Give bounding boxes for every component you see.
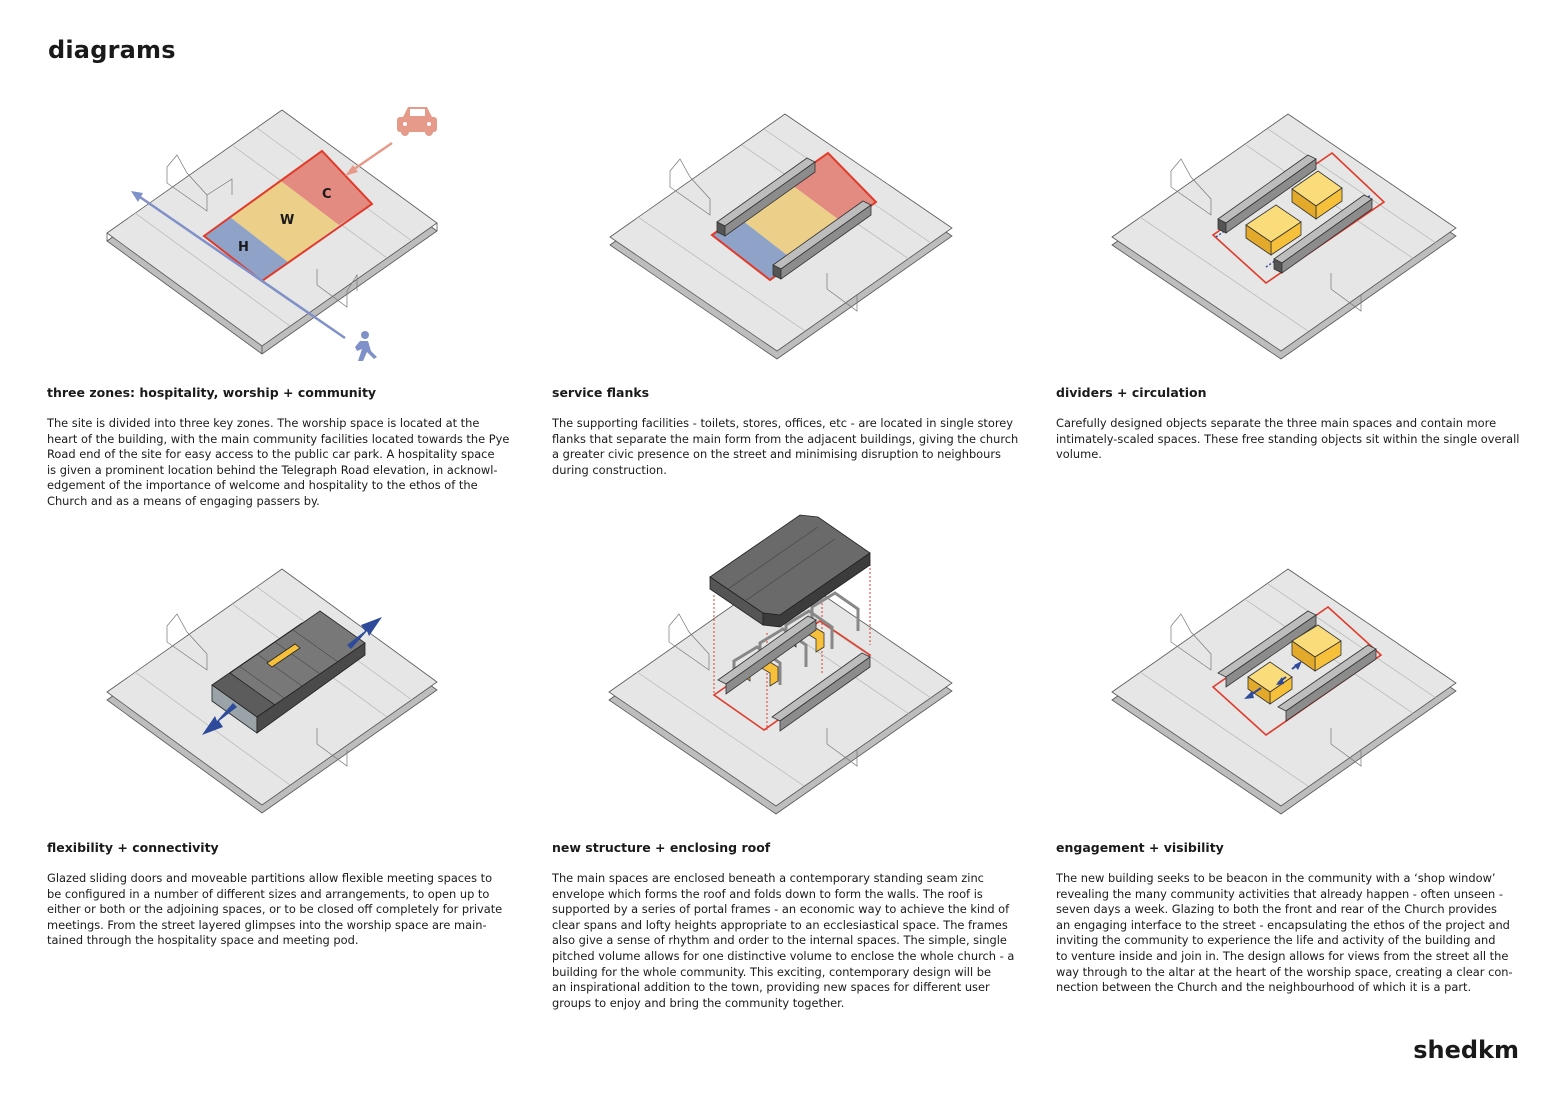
body-line: heart of the building, with the main com… <box>47 431 510 446</box>
body-line: an engaging interface to the street - en… <box>1056 917 1510 932</box>
body-line: meetings. From the street layered glimps… <box>47 917 487 932</box>
flank-left <box>1217 154 1317 234</box>
flank-left <box>1217 610 1317 688</box>
body-line: revealing the many community activities … <box>1056 886 1503 901</box>
flank-right <box>1277 644 1377 722</box>
arrow-front-icon <box>202 703 237 735</box>
panel-three-zones: H W C three zones: hospitality, worship … <box>47 95 517 535</box>
body-line: Glazed sliding doors and moveable partit… <box>47 871 493 885</box>
body-line: to venture inside and join in. The desig… <box>1056 948 1509 963</box>
body-line: Carefully designed objects separate the … <box>1056 416 1497 430</box>
body-line: clear spans and lofty heights appropriat… <box>552 917 1008 932</box>
body-line: either or both or the adjoining spaces, … <box>47 902 503 917</box>
flank-right <box>771 652 871 732</box>
flank-left <box>716 157 816 237</box>
body-line: The site is divided into three key zones… <box>47 416 480 430</box>
new-structure-diagram <box>608 514 953 815</box>
body-line: seven days a week. Glazing to both the f… <box>1056 902 1497 917</box>
body-line: The main spaces are enclosed beneath a c… <box>552 871 984 885</box>
body-line: Road end of the site for easy access to … <box>47 447 495 462</box>
body-line: inviting the community to experience the… <box>1056 933 1496 948</box>
flank-right <box>1273 194 1373 274</box>
dividers-circulation-diagram <box>1111 113 1457 360</box>
body-line: Church and as a means of engaging passer… <box>47 493 320 508</box>
body-line: The new building seeks to be beacon in t… <box>1056 871 1496 885</box>
body-line: a greater civic presence on the street a… <box>552 447 1001 462</box>
service-flanks-diagram <box>609 113 953 360</box>
flexibility-connectivity-diagram <box>106 568 438 814</box>
body-line: pitched volume allows for one distinctiv… <box>552 948 1015 963</box>
panel-title: service flanks <box>552 385 650 400</box>
body-line: flanks that separate the main form from … <box>552 431 1019 446</box>
enclosing-roof <box>709 514 871 628</box>
body-line: is given a prominent location behind the… <box>47 462 498 477</box>
body-line: nection between the Church and the neigh… <box>1056 980 1472 995</box>
panel-title: engagement + visibility <box>1056 840 1224 855</box>
body-line: during construction. <box>552 462 667 477</box>
zone-label-c: C <box>322 187 332 202</box>
zone-label-w: W <box>280 213 294 228</box>
body-line: supported by a series of portal frames -… <box>552 902 1010 917</box>
engagement-visibility-diagram <box>1111 568 1457 815</box>
panel-title: flexibility + connectivity <box>47 840 219 855</box>
rooflight <box>266 643 301 668</box>
zone-label-h: H <box>238 240 249 255</box>
flank-left <box>717 615 817 695</box>
neighbour-buildings <box>166 154 358 308</box>
body-line: be configured in a number of different s… <box>47 886 490 901</box>
church-building <box>211 610 366 734</box>
panel-body: Carefully designed objects separate the … <box>1056 416 1520 463</box>
panel-title: new structure + enclosing roof <box>552 840 771 855</box>
car-icon <box>345 107 437 176</box>
body-line: way through to the altar at the heart of… <box>1056 964 1513 979</box>
neighbour-buildings <box>1170 158 1362 312</box>
body-line: edgement of the importance of welcome an… <box>47 478 478 493</box>
three-zones-diagram: H W C <box>106 107 438 361</box>
body-line: intimately-scaled spaces. These free sta… <box>1056 431 1520 446</box>
pedestrian-icon <box>131 191 377 361</box>
panel-body: The site is divided into three key zones… <box>47 416 509 510</box>
body-line: tained through the hospitality space and… <box>47 933 359 948</box>
body-line: also give a sense of rhythm and order to… <box>552 933 1007 948</box>
panel-engagement-visibility: engagement + visibility The new building… <box>1056 505 1526 1025</box>
panel-flexibility-connectivity: flexibility + connectivity Glazed slidin… <box>47 505 517 965</box>
flank-right <box>772 200 872 280</box>
site-slab <box>608 568 953 815</box>
divider-object-rear <box>1291 624 1342 672</box>
body-line: an inspirational addition to the town, p… <box>552 980 990 995</box>
neighbour-buildings <box>1170 613 1362 767</box>
panel-body: The main spaces are enclosed beneath a c… <box>552 871 1014 1011</box>
arrow-rear-icon <box>347 617 382 649</box>
panel-dividers-circulation: dividers + circulation Carefully designe… <box>1056 95 1526 535</box>
neighbour-buildings <box>668 613 858 767</box>
zones: H W C <box>202 149 374 283</box>
divider-object-rear <box>1291 170 1343 220</box>
page-title: diagrams <box>48 36 176 64</box>
panel-service-flanks: service flanks The supporting facilities… <box>552 95 1022 535</box>
panel-body: The new building seeks to be beacon in t… <box>1056 871 1518 996</box>
panel-title: dividers + circulation <box>1056 385 1207 400</box>
divider-object-front <box>1247 661 1293 705</box>
body-line: envelope which forms the roof and folds … <box>552 886 983 901</box>
body-line: building for the whole community. This e… <box>552 964 991 979</box>
panel-new-structure: new structure + enclosing roof The main … <box>552 505 1022 1025</box>
body-line: The supporting facilities - toilets, sto… <box>552 416 1014 430</box>
neighbour-buildings <box>166 613 348 767</box>
view-arrows-icon <box>1244 661 1302 699</box>
neighbour-buildings <box>669 158 858 312</box>
body-line: groups to enjoy and bring the community … <box>552 995 845 1010</box>
body-line: volume. <box>1056 447 1102 462</box>
panel-body: The supporting facilities - toilets, sto… <box>552 416 1019 478</box>
brand-logo: shedkm <box>1413 1036 1519 1064</box>
panel-title: three zones: hospitality, worship + comm… <box>47 385 377 400</box>
divider-object-front <box>1245 204 1302 256</box>
panel-body: Glazed sliding doors and moveable partit… <box>47 871 509 949</box>
